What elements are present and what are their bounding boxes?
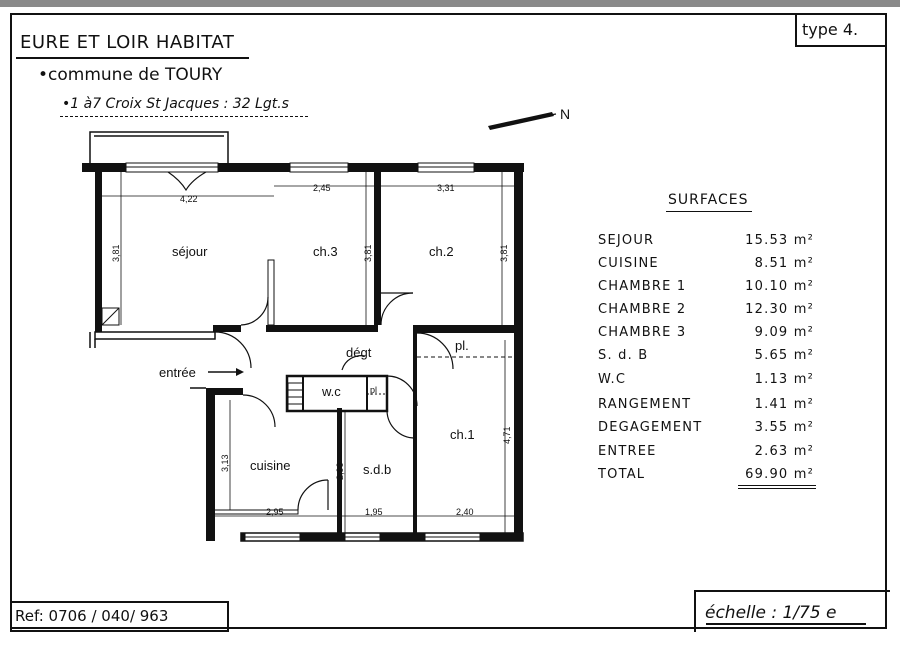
windows (125, 162, 481, 542)
room-label-cuisine: cuisine (250, 458, 290, 473)
surface-value: 10.10 m² (745, 279, 814, 294)
room-label-ch3: ch.3 (313, 244, 338, 259)
address-label: •1 à7 Croix St Jacques : 32 Lgt.s (62, 96, 289, 112)
entry-arrow-icon (208, 368, 244, 376)
type-label: type 4. (802, 20, 859, 39)
drawing-frame (10, 13, 887, 629)
surface-label: CHAMBRE 2 (598, 302, 687, 317)
surface-row: CHAMBRE 1 10.10 m² (598, 279, 818, 301)
dimension-lines (102, 172, 514, 533)
surface-label: RANGEMENT (598, 397, 692, 412)
balcony (89, 131, 229, 163)
room-label-ch2: ch.2 (429, 244, 454, 259)
surface-value: 1.13 m² (754, 372, 814, 387)
surface-label: SEJOUR (598, 233, 655, 248)
surfaces-title: SURFACES (668, 192, 749, 208)
dimension-label: 2,40 (456, 507, 474, 517)
total-underline (738, 488, 816, 489)
north-label: N (560, 106, 570, 122)
surface-row: CHAMBRE 3 9.09 m² (598, 325, 818, 347)
surface-label: W.C (598, 372, 627, 387)
dimension-label: 4,71 (502, 426, 512, 444)
surface-value: 9.09 m² (754, 325, 814, 340)
dimension-label: 3,31 (437, 183, 455, 193)
dimension-label: 3,81 (499, 244, 509, 262)
dimension-label: 2,45 (313, 183, 331, 193)
surface-row: CHAMBRE 2 12.30 m² (598, 302, 818, 324)
scale-underline (706, 623, 866, 625)
room-label-wc: w.c (321, 384, 341, 399)
total-underline (738, 485, 816, 486)
room-label-sejour: séjour (172, 244, 208, 259)
dimension-label: 2,95 (266, 507, 284, 517)
surface-row: RANGEMENT 1.41 m² (598, 397, 818, 419)
reference-label: Ref: 0706 / 040/ 963 (15, 607, 169, 625)
commune-label: •commune de TOURY (38, 65, 223, 85)
address-underline (60, 116, 308, 117)
surface-row: SEJOUR 15.53 m² (598, 233, 818, 255)
surface-label: ENTREE (598, 444, 657, 459)
fixtures (101, 307, 514, 412)
surface-value: 15.53 m² (745, 233, 814, 248)
dimension-label: 3,81 (111, 244, 121, 262)
dimension-label: 1,95 (365, 507, 383, 517)
top-edge-bar (0, 0, 900, 7)
surface-row: S. d. B 5.65 m² (598, 348, 818, 370)
surfaces-title-underline (666, 211, 752, 212)
room-label-sdb: s.d.b (363, 462, 391, 477)
north-arrow-icon (488, 112, 557, 130)
surface-value: 1.41 m² (754, 397, 814, 412)
door-swings (167, 171, 454, 511)
room-label-placard-small: pl (370, 385, 377, 395)
surface-label: DEGAGEMENT (598, 420, 703, 435)
surface-value: 8.51 m² (754, 256, 814, 271)
surface-row: DEGAGEMENT 3.55 m² (598, 420, 818, 442)
title-underline (16, 57, 249, 59)
room-label-entree: entrée (159, 365, 196, 380)
room-label-degagement: dégt (346, 345, 372, 360)
dimension-label: 4,22 (180, 194, 198, 204)
scale-label: échelle : 1/75 e (705, 603, 837, 623)
surface-total-row: TOTAL 69.90 m² (598, 467, 818, 489)
surface-value: 5.65 m² (754, 348, 814, 363)
exterior-walls (82, 163, 524, 542)
surface-label: CUISINE (598, 256, 659, 271)
surface-label: CHAMBRE 1 (598, 279, 687, 294)
surface-row: CUISINE 8.51 m² (598, 256, 818, 278)
surface-label: TOTAL (598, 467, 646, 482)
surface-value: 69.90 m² (745, 467, 814, 482)
dimension-label: 3,81 (363, 244, 373, 262)
room-label-placard: pl. (455, 338, 469, 353)
surface-value: 2.63 m² (754, 444, 814, 459)
surface-row: W.C 1.13 m² (598, 372, 818, 394)
reference-box (10, 601, 229, 632)
dimension-label: 2,90 (335, 462, 345, 480)
type-box (795, 15, 885, 47)
surface-value: 3.55 m² (754, 420, 814, 435)
scale-box (694, 590, 890, 632)
organization-title: EURE ET LOIR HABITAT (20, 32, 235, 53)
surface-row: ENTREE 2.63 m² (598, 444, 818, 466)
surface-label: S. d. B (598, 348, 649, 363)
surface-value: 12.30 m² (745, 302, 814, 317)
room-label-ch1: ch.1 (450, 427, 475, 442)
surface-label: CHAMBRE 3 (598, 325, 687, 340)
interior-walls (212, 172, 514, 533)
dimension-label: 3,13 (220, 454, 230, 472)
